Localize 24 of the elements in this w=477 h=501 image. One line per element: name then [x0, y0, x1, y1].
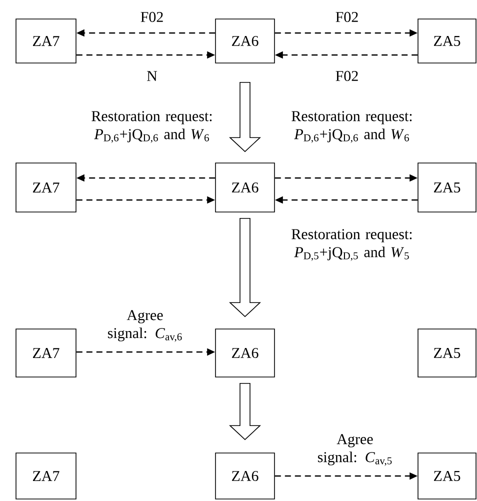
zone-box: ZA7: [16, 328, 76, 378]
zone-box: ZA7: [16, 18, 76, 64]
annotation-text: Restoration request: P$_{D,6}$+jQ$_{D,6}$ and W$_{6}$: [92, 111, 212, 143]
zone-box: ZA6: [215, 162, 275, 212]
annotation-text: Restoration request: P$_{D,6}$+jQ$_{D,6}$ and W$_{6}$: [292, 111, 412, 143]
zone-box: ZA5: [418, 452, 476, 500]
zone-box: ZA7: [16, 452, 76, 500]
zone-box: ZA6: [215, 452, 275, 500]
edge-label: F02: [336, 12, 358, 22]
zone-box: ZA5: [418, 328, 476, 378]
block-arrow: [229, 82, 262, 152]
edge-label: Agree signal: C$_{av,6}$: [108, 310, 182, 342]
annotation-text: Restoration request: P$_{D,5}$+jQ$_{D,5}$ and W$_{5}$: [292, 229, 412, 261]
zone-box: ZA6: [215, 18, 275, 64]
zone-box: ZA6: [215, 328, 275, 378]
block-arrow: [229, 383, 262, 440]
block-arrow: [229, 218, 262, 318]
zone-box: ZA5: [418, 18, 476, 64]
edge-label: Agree signal: C$_{av,5}$: [318, 434, 392, 466]
zone-box: ZA5: [418, 162, 476, 212]
edge-label: F02: [336, 70, 358, 82]
edge-label: F02: [140, 12, 163, 22]
zone-box: ZA7: [16, 162, 76, 212]
edge-label: N: [147, 71, 158, 81]
